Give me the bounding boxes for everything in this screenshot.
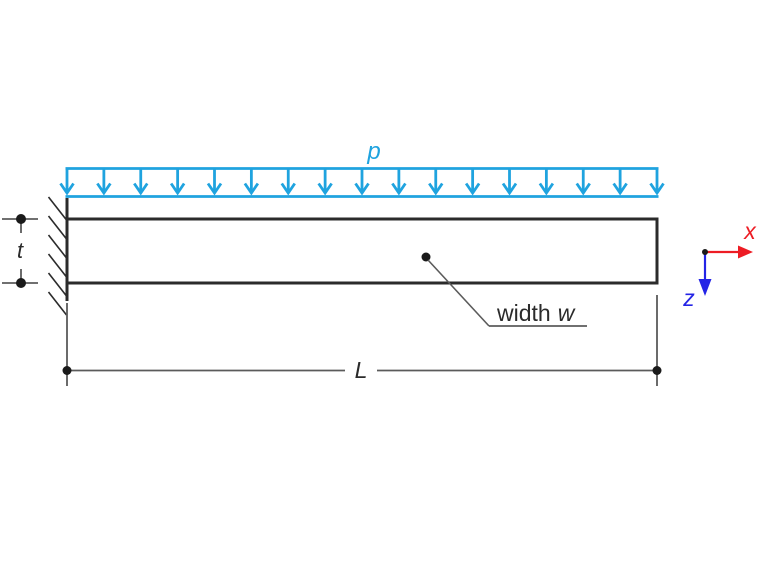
width-leader-line [427, 259, 490, 327]
thickness-top-dot [16, 214, 26, 224]
hatch-line [47, 291, 68, 316]
load-arrowhead-icon [133, 182, 149, 196]
load-arrowhead-icon [59, 182, 75, 196]
load-arrowhead-icon [391, 182, 407, 196]
thickness-bottom-dot [16, 278, 26, 288]
hatch-line [47, 272, 68, 297]
width-label-word: width [496, 300, 551, 326]
length-right-dot [652, 366, 662, 375]
width-label-variable: w [558, 300, 576, 326]
x-axis: x [706, 218, 757, 259]
load-arrowhead-icon [538, 182, 555, 196]
z-axis-label: z [682, 285, 695, 311]
z-axis-arrowhead-icon [698, 279, 712, 296]
distributed-load [59, 167, 665, 198]
hatch-line [47, 196, 68, 221]
length-dimension: L [62, 295, 662, 386]
load-arrowhead-icon [280, 182, 296, 196]
length-label: L [355, 357, 368, 383]
width-reference-dot [421, 252, 431, 262]
load-arrowhead-icon [243, 182, 260, 196]
hatch-line [47, 253, 68, 278]
load-arrowhead-icon [575, 182, 591, 196]
beam [65, 217, 659, 285]
load-arrowhead-icon [354, 182, 370, 196]
z-axis: z [682, 253, 712, 311]
x-axis-label: x [743, 218, 757, 244]
load-label: p [366, 138, 380, 165]
hatch-line [47, 215, 68, 240]
load-arrowhead-icon [96, 182, 112, 196]
thickness-dimension: t [2, 214, 38, 288]
thickness-label: t [17, 238, 24, 263]
fixed-support-hatching [47, 196, 68, 316]
load-arrowhead-icon [612, 182, 628, 196]
load-arrowhead-icon [169, 182, 186, 196]
length-left-dot [62, 366, 72, 375]
load-arrowhead-icon [649, 182, 665, 196]
load-arrowhead-icon [317, 182, 333, 196]
fixed-support [47, 196, 69, 316]
hatch-line [47, 234, 68, 259]
load-arrows [59, 168, 665, 196]
load-arrowhead-icon [206, 182, 223, 196]
load-arrowhead-icon [464, 182, 481, 196]
coordinate-axes: x z [682, 218, 757, 311]
axes-origin-dot [702, 249, 708, 255]
load-arrowhead-icon [428, 182, 444, 196]
x-axis-arrowhead-icon [738, 245, 753, 259]
load-arrowhead-icon [501, 182, 518, 196]
